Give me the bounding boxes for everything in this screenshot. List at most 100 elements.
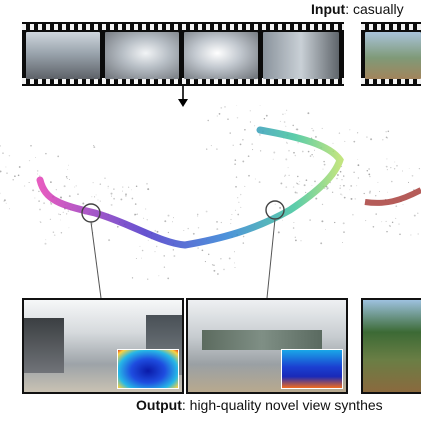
cloud-point [379,191,381,193]
cloud-point [28,159,31,162]
cloud-point [357,158,359,160]
cloud-point [418,167,421,170]
cloud-point [147,278,149,280]
cloud-point [3,199,6,202]
cloud-point [163,255,165,257]
cloud-point [223,268,225,271]
output-caption-bold: Output [136,397,182,413]
cloud-point [216,221,218,223]
film-frame-2 [105,32,179,79]
cloud-point [227,118,229,121]
cloud-point [107,185,109,187]
cloud-point [350,197,353,200]
cloud-point [252,149,254,151]
cloud-point [40,221,42,223]
cloud-point [167,214,170,217]
cloud-point [286,141,287,143]
cloud-point [293,221,295,223]
cloud-point [135,213,137,215]
cloud-point [65,176,68,178]
cloud-point [321,220,324,223]
cloud-point [285,186,288,188]
cloud-point [326,187,329,189]
cloud-point [365,220,367,222]
cloud-point [104,177,106,179]
cloud-point [343,231,345,233]
cloud-point [122,190,123,192]
cloud-point [239,143,242,146]
cloud-point [230,223,232,225]
cloud-point [8,154,11,157]
cloud-point [154,251,156,253]
cloud-point [251,143,254,145]
cloud-point [309,219,311,221]
cloud-point [381,221,383,223]
cloud-point [5,202,7,204]
cloud-point [413,214,416,217]
cloud-point [356,185,358,187]
cloud-point [95,194,97,196]
cloud-point [394,161,396,163]
cloud-point [38,175,41,177]
cloud-point [50,201,52,203]
cloud-point [172,221,174,223]
film-sprockets-top-2 [361,24,421,30]
cloud-point [339,170,342,173]
cloud-point [36,170,39,172]
cloud-point [305,191,307,193]
cloud-point [395,205,398,208]
cloud-point [107,187,109,189]
cloud-point [254,125,256,127]
cloud-point [234,159,237,161]
cloud-point [164,220,167,223]
cloud-point [307,112,310,115]
cloud-point [295,239,297,242]
cloud-point [224,106,226,108]
cloud-point [197,247,199,249]
cloud-point [5,166,7,168]
cloud-point [146,219,148,221]
cloud-point [9,208,10,210]
cloud-point [363,192,365,195]
cloud-point [28,182,30,183]
cloud-point [417,233,419,235]
cloud-point [60,196,62,199]
cloud-point [294,191,297,194]
cloud-point [68,227,70,229]
cloud-point [341,194,343,196]
cloud-point [249,121,251,123]
cloud-point [390,167,392,169]
cloud-point [205,210,208,213]
cloud-point [173,255,176,257]
cloud-point [94,196,96,198]
cloud-point [207,253,210,256]
cloud-point [134,203,137,205]
cloud-point [398,223,400,225]
cloud-point [341,166,343,168]
cloud-point [336,177,338,180]
cloud-point [216,148,218,150]
cloud-point [385,165,388,168]
cloud-point [230,218,232,221]
cloud-point [218,113,221,115]
cloud-point [284,174,287,177]
cloud-point [391,180,393,183]
cloud-point [234,262,235,264]
cloud-point [369,190,371,193]
cloud-point [296,191,298,194]
cloud-point [322,168,324,170]
input-caption: Input: casually [311,1,404,17]
cloud-point [108,239,111,242]
cloud-point [173,217,174,219]
cloud-point [57,155,60,158]
cloud-point [305,179,308,182]
cloud-point [234,267,236,269]
film-sprockets-top [22,24,344,30]
cloud-point [113,188,115,190]
cloud-point [32,189,35,192]
cloud-point [240,193,242,196]
cloud-point [201,249,204,252]
cloud-point [375,195,377,197]
cloud-point [93,145,95,147]
cloud-point [213,264,215,266]
